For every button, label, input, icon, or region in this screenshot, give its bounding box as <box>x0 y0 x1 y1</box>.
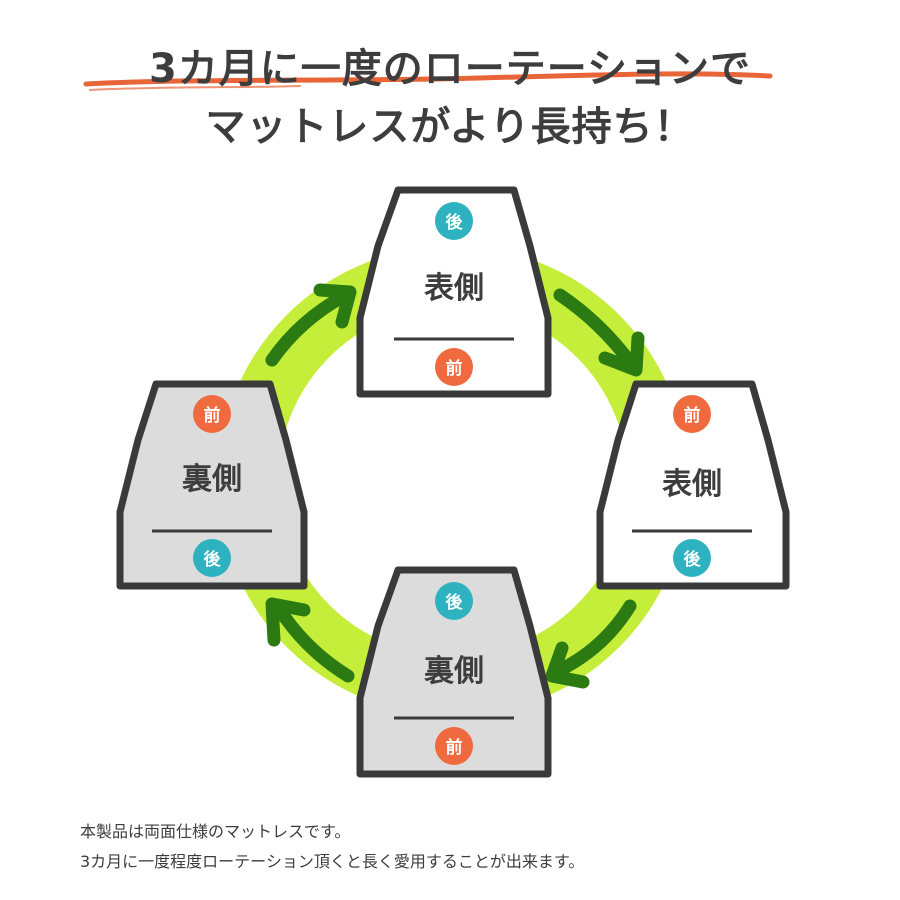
rotation-arrows <box>265 283 645 689</box>
badge-back-label: 後 <box>204 549 222 570</box>
card-side-label: 表側 <box>662 467 722 502</box>
badge-back-label: 後 <box>446 592 464 613</box>
headline-line-1: 3カ月に一度のローテーションで <box>148 46 752 92</box>
card-shape <box>596 380 790 590</box>
badge-front-label: 前 <box>446 737 463 758</box>
badge-front-circle <box>435 348 473 386</box>
card-side-label: 裏側 <box>182 462 242 497</box>
brush-stroke <box>83 71 773 87</box>
badge-front-circle <box>673 395 711 433</box>
badge-back-label: 後 <box>446 212 464 233</box>
mattress-card-right: 前 表側 後 <box>596 380 790 590</box>
card-shape <box>116 380 308 590</box>
mattress-card-bottom: 後 裏側 前 <box>356 566 552 778</box>
card-side-label: 表側 <box>424 271 484 306</box>
card-side-label: 裏側 <box>424 654 484 689</box>
brush-stroke-tail <box>89 85 301 91</box>
description-line-1: 本製品は両面仕様のマットレスです。 <box>80 822 351 841</box>
headline-line-2: マットレスがより長持ち！ <box>205 104 695 150</box>
description-line-2: 3カ月に一度程度ローテーション頂くと長く愛用することが出来ます。 <box>80 852 585 871</box>
arrow-bottom-right <box>545 599 637 689</box>
arrow-bottom-left <box>265 597 355 683</box>
card-shape <box>356 566 552 778</box>
badge-front-label: 前 <box>684 405 701 426</box>
badge-front-circle <box>435 727 473 765</box>
badge-front-label: 前 <box>446 358 463 379</box>
arrow-top-left <box>265 283 357 367</box>
badge-front-label: 前 <box>204 405 221 426</box>
mattress-card-top: 後 表側 前 <box>356 186 552 398</box>
badge-back-circle <box>673 539 711 577</box>
headline-underline-brush <box>83 71 773 91</box>
badge-back-circle <box>435 202 473 240</box>
badge-front-circle <box>193 395 231 433</box>
badge-back-label: 後 <box>684 549 702 570</box>
arrow-top-right <box>553 288 645 377</box>
card-shape <box>356 186 552 398</box>
badge-back-circle <box>435 582 473 620</box>
badge-back-circle <box>193 539 231 577</box>
mattress-card-left: 前 裏側 後 <box>116 380 308 590</box>
